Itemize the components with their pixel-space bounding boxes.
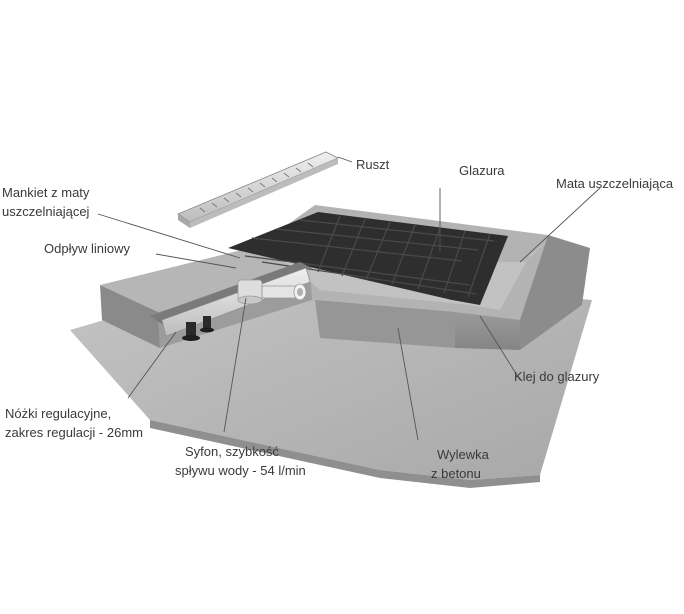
leader-ruszt bbox=[337, 156, 353, 163]
leader-syfon bbox=[223, 297, 247, 433]
leader-lines bbox=[97, 156, 601, 441]
label-nozki-line2: zakres regulacji - 26mm bbox=[5, 425, 143, 440]
screed-inner-wall bbox=[315, 300, 455, 348]
left-block-top bbox=[100, 245, 310, 312]
label-mata-uszczelniajaca: Mata uszczelniająca bbox=[556, 176, 674, 191]
left-block-front bbox=[100, 285, 160, 348]
screed-right-face bbox=[520, 235, 590, 350]
label-wylewka-line2: z betonu bbox=[431, 466, 481, 481]
linear-drain-channel bbox=[150, 262, 312, 324]
leader-mankiet bbox=[97, 213, 241, 259]
adjustable-feet bbox=[182, 316, 214, 341]
label-odplyw-liniowy: Odpływ liniowy bbox=[44, 241, 130, 256]
leader-odplyw bbox=[155, 253, 237, 269]
label-nozki-line1: Nóżki regulacyjne, bbox=[5, 406, 112, 421]
screed-front-face bbox=[455, 312, 520, 350]
leader-nozki bbox=[127, 331, 177, 399]
label-wylewka-line1: Wylewka bbox=[437, 447, 489, 462]
leader-klej bbox=[479, 315, 521, 381]
siphon bbox=[237, 279, 307, 305]
label-glazura: Glazura bbox=[459, 163, 505, 178]
label-syfon-line2: spływu wody - 54 l/min bbox=[175, 463, 306, 478]
concrete-base-front-edge bbox=[150, 420, 540, 488]
label-syfon-line1: Syfon, szybkość bbox=[185, 444, 279, 459]
label-ruszt: Ruszt bbox=[356, 157, 390, 172]
grate-ruszt bbox=[177, 151, 339, 228]
label-mankiet-line2: uszczelniającej bbox=[2, 204, 90, 219]
label-mankiet-line1: Mankiet z maty bbox=[2, 185, 90, 200]
label-klej-do-glazury: Klej do glazury bbox=[514, 369, 600, 384]
leader-mata bbox=[519, 187, 601, 263]
leader-wylewka bbox=[397, 327, 419, 441]
